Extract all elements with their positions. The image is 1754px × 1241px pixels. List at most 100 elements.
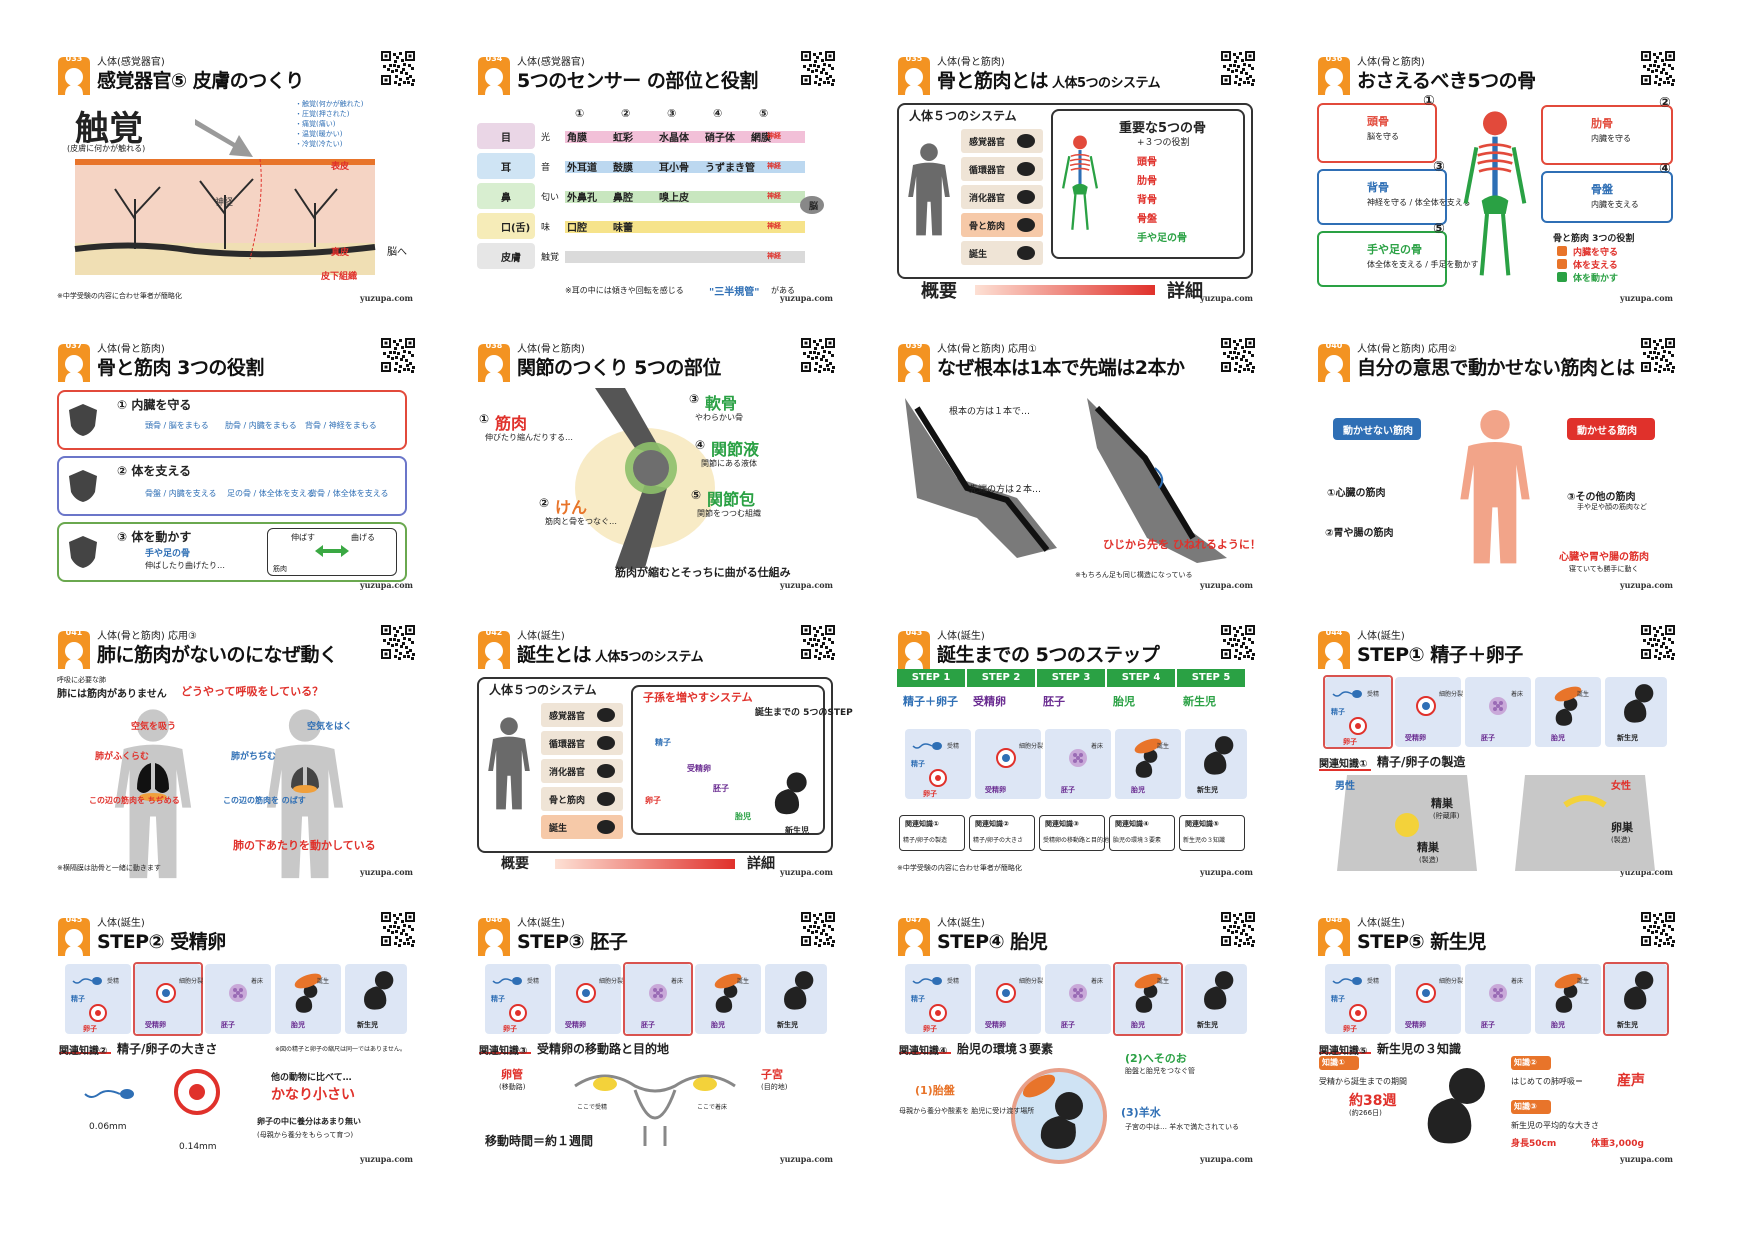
site-footer: yuzupa.com xyxy=(1619,1154,1673,1164)
card-title: 関節のつくり 5つの部位 xyxy=(517,353,721,380)
sense-list-item: ・触覚(何かが触れた) xyxy=(295,100,364,108)
exhale-label: 空気をはく xyxy=(307,722,353,732)
cannot-move-badge xyxy=(1333,418,1421,440)
sense-part: 硝子体 xyxy=(705,133,735,144)
reproduction-box xyxy=(631,685,825,835)
card-category: 人体(骨と筋肉) 応用③ xyxy=(97,631,197,642)
intro-label-2: 肺には筋肉がありません xyxy=(57,689,167,700)
related-badge xyxy=(899,1052,951,1054)
uterus-label: 子宮 xyxy=(761,1068,783,1081)
arrow-label: 着床 xyxy=(1091,978,1104,985)
stage-label: 精子 xyxy=(655,738,671,747)
role-box xyxy=(57,390,407,450)
testis-label-2: 精巣 xyxy=(1417,841,1439,854)
qr-code-icon[interactable] xyxy=(381,51,415,86)
qr-code-icon[interactable] xyxy=(1641,338,1675,373)
sense-part: 嗅上皮 xyxy=(659,193,689,204)
related-title: 精子/卵子の製造 xyxy=(1377,755,1466,769)
qr-code-icon[interactable] xyxy=(801,338,835,373)
contract-label: 肺がちぢむ xyxy=(231,752,277,762)
answer-sub: 寝ていても勝手に動く xyxy=(1569,565,1639,573)
stage-label: 新生児 xyxy=(1617,734,1638,742)
sense-part: うずまき管 xyxy=(705,163,755,174)
role-heading: ③ 体を動かす xyxy=(117,530,192,544)
protect-item: 頭骨 / 脳をまもる xyxy=(145,421,209,430)
embryo-icon xyxy=(1067,747,1089,773)
stage-panel xyxy=(485,964,551,1034)
placenta-label: (1)胎盤 xyxy=(915,1084,955,1097)
qr-code-icon[interactable] xyxy=(801,912,835,947)
card-category: 人体(誕生) xyxy=(517,918,565,929)
stimulus-label: 音 xyxy=(541,163,551,173)
testis-sub: (貯蔵庫) xyxy=(1433,812,1460,820)
qr-code-icon[interactable] xyxy=(1221,338,1255,373)
qr-code-icon[interactable] xyxy=(381,338,415,373)
part-desc: 筋肉と骨をつなぐ… xyxy=(545,517,617,526)
zygote-icon xyxy=(1415,695,1437,721)
stage-label: 胚子 xyxy=(713,784,729,793)
muscle-label: 筋肉 xyxy=(273,565,287,573)
qr-code-icon[interactable] xyxy=(1641,51,1675,86)
implant-here: ここで着床 xyxy=(697,1104,728,1111)
bone-name: 骨盤 xyxy=(1137,214,1157,225)
part-number: ④ xyxy=(695,438,706,452)
site-footer: yuzupa.com xyxy=(779,867,833,877)
qr-code-icon[interactable] xyxy=(1221,625,1255,660)
bone-role: 体全体を支える / 手足を動かす xyxy=(1367,260,1479,269)
qr-code-icon[interactable] xyxy=(381,625,415,660)
arrow-label: 細胞分裂 xyxy=(1439,691,1464,698)
mascot-logo-icon xyxy=(1315,55,1353,95)
card-title: なぜ根本は1本で先端は2本か xyxy=(937,353,1185,380)
newborn-icon xyxy=(355,968,401,1018)
step-name: 胎児 xyxy=(1113,695,1135,708)
role-item: 体を支える xyxy=(1573,261,1618,271)
female-body-icon xyxy=(1505,775,1665,875)
card-category: 人体(骨と筋肉) xyxy=(937,57,1005,68)
qr-code-icon[interactable] xyxy=(801,625,835,660)
stage-label: 胎児 xyxy=(1551,734,1565,742)
mascot-logo-icon xyxy=(55,342,93,382)
sperm-icon xyxy=(1332,972,1363,991)
qr-code-icon[interactable] xyxy=(1221,912,1255,947)
card-number: 048 xyxy=(1325,915,1343,924)
sense-part: 鼻腔 xyxy=(613,193,633,204)
egg-icon xyxy=(1349,1004,1367,1026)
part-desc: やわらかい骨 xyxy=(695,413,743,422)
organ-name: 鼻 xyxy=(501,193,511,204)
related-title: 受精卵の移動路と目的地 xyxy=(537,1042,670,1056)
uterus-diagram xyxy=(565,1066,745,1150)
stage-label: 胎児 xyxy=(291,1021,305,1029)
sense-list-item: ・冷覚(冷たい) xyxy=(295,140,343,148)
mascot-logo-icon xyxy=(475,916,513,956)
qr-code-icon[interactable] xyxy=(381,912,415,947)
touch-arrow-icon xyxy=(195,115,255,163)
qr-code-icon[interactable] xyxy=(1641,912,1675,947)
stage-label: 新生児 xyxy=(357,1021,378,1029)
sense-bar xyxy=(565,131,805,143)
knowledge-1-sub: (約266日) xyxy=(1349,1109,1382,1117)
qr-code-icon[interactable] xyxy=(801,51,835,86)
bone-name: 頭骨 xyxy=(1367,115,1389,128)
detail-label: 詳細 xyxy=(1167,281,1203,302)
card-title: STEP③ 胚子 xyxy=(517,927,628,954)
knowledge-badge xyxy=(1319,1056,1359,1070)
skeleton-icon xyxy=(1057,113,1103,257)
testis-label: 精巣 xyxy=(1431,797,1453,810)
arrow-label: 誕生 xyxy=(1157,743,1170,750)
qr-code-icon[interactable] xyxy=(1221,51,1255,86)
part-name: 関節液 xyxy=(711,440,760,459)
qr-code-icon[interactable] xyxy=(1641,625,1675,660)
role-box xyxy=(57,522,407,582)
arrow-label: 着床 xyxy=(1091,743,1104,750)
stage-highlight xyxy=(1323,675,1393,749)
